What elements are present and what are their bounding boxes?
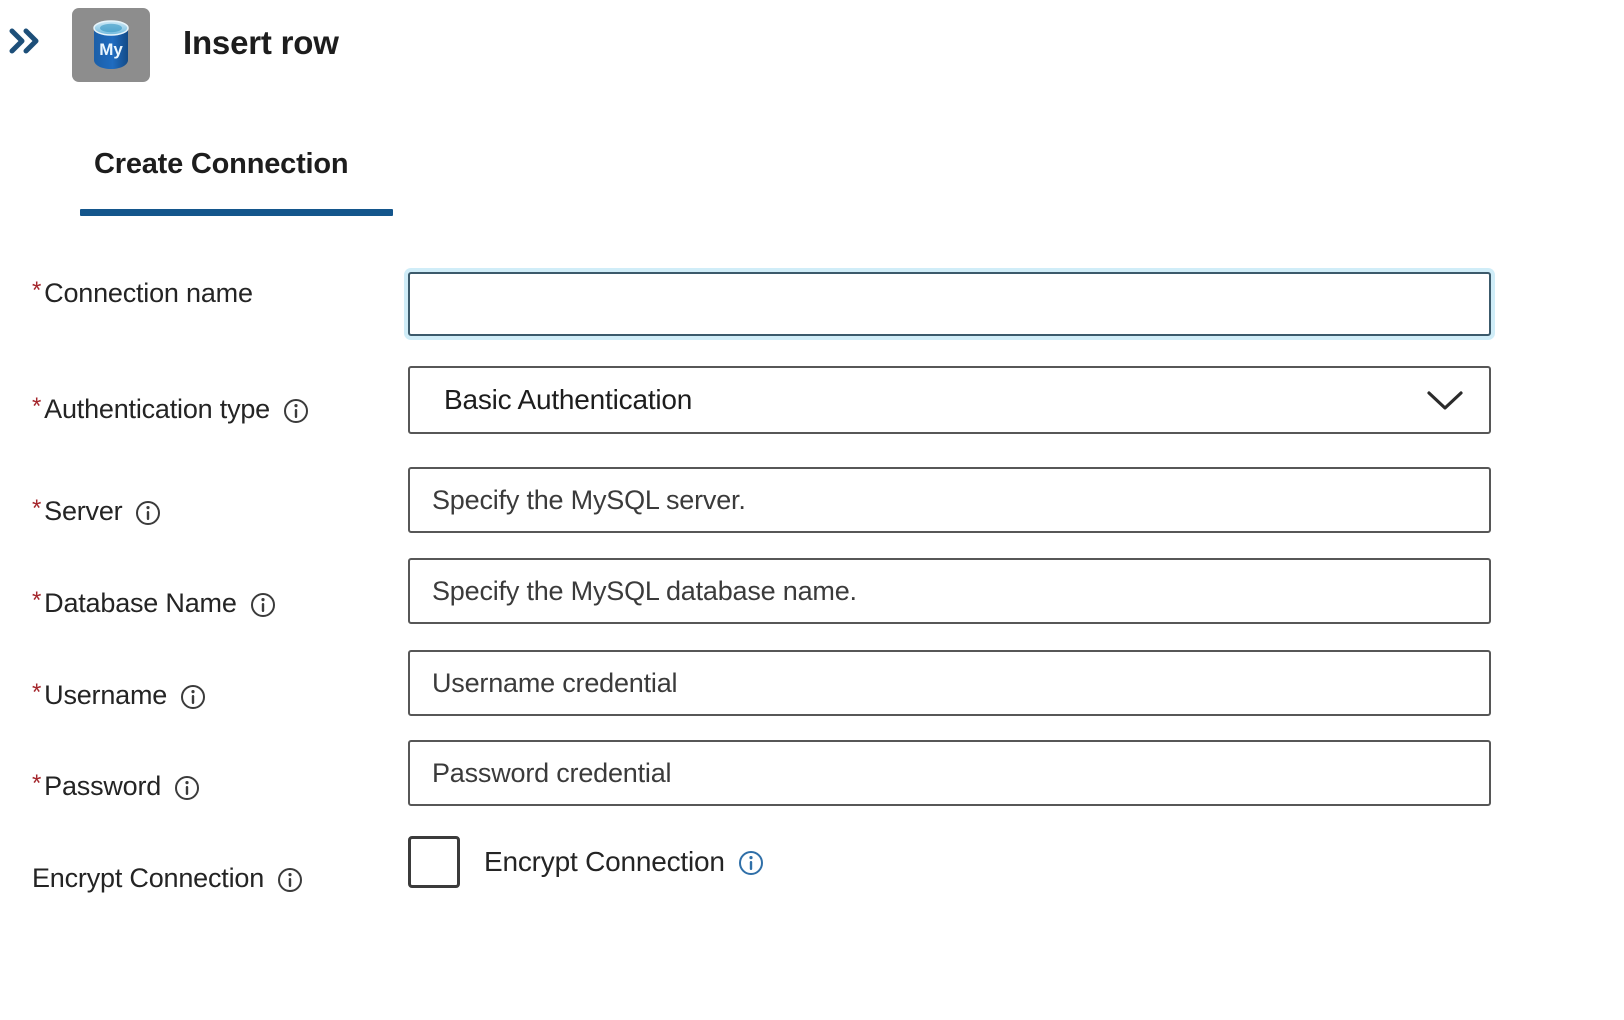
control-encrypt-connection: Encrypt Connection (408, 836, 764, 888)
tab-strip: Create Connection (0, 140, 1624, 224)
control-database-name (408, 558, 1491, 624)
server-input[interactable] (408, 467, 1491, 533)
tab-create-connection-label: Create Connection (94, 148, 349, 180)
required-asterisk: * (32, 678, 42, 706)
encrypt-connection-checkbox-label[interactable]: Encrypt Connection (484, 846, 764, 878)
panel-header: My Insert row (0, 0, 1624, 96)
mysql-database-icon: My (72, 8, 150, 82)
label-text: Username (44, 680, 168, 710)
required-asterisk: * (32, 769, 42, 797)
database-name-input[interactable] (408, 558, 1491, 624)
encrypt-connection-checkbox[interactable] (408, 836, 460, 888)
checkbox-label-text: Encrypt Connection (484, 846, 725, 877)
label-server: * Server (32, 496, 161, 527)
control-username (408, 650, 1491, 716)
label-connection-name: * Connection name (32, 278, 253, 309)
required-asterisk: * (32, 276, 42, 304)
required-asterisk: * (32, 586, 42, 614)
connection-name-input[interactable] (408, 272, 1491, 336)
info-icon[interactable] (738, 850, 764, 876)
control-password (408, 740, 1491, 806)
authentication-type-select[interactable]: Basic Authentication (408, 366, 1491, 434)
password-input[interactable] (408, 740, 1491, 806)
chevron-down-icon[interactable] (1423, 387, 1467, 413)
label-text: Encrypt Connection (32, 863, 265, 893)
label-text: Authentication type (44, 394, 270, 424)
username-input[interactable] (408, 650, 1491, 716)
tab-active-indicator (80, 209, 393, 216)
required-asterisk: * (32, 494, 42, 522)
control-connection-name (408, 272, 1491, 336)
label-authentication-type: * Authentication type (32, 394, 309, 425)
info-icon[interactable] (135, 500, 161, 526)
info-icon[interactable] (180, 684, 206, 710)
authentication-type-value: Basic Authentication (444, 384, 693, 415)
label-text: Database Name (44, 588, 237, 618)
tab-create-connection[interactable]: Create Connection (80, 140, 362, 181)
required-asterisk: * (32, 392, 42, 420)
label-text: Connection name (44, 278, 253, 308)
info-icon[interactable] (250, 592, 276, 618)
svg-text:My: My (99, 40, 123, 59)
label-text: Server (44, 496, 123, 526)
info-icon[interactable] (174, 775, 200, 801)
page-title: Insert row (183, 24, 339, 61)
control-server (408, 467, 1491, 533)
info-icon[interactable] (283, 398, 309, 424)
label-text: Password (44, 771, 162, 801)
label-database-name: * Database Name (32, 588, 276, 619)
label-password: * Password (32, 771, 200, 802)
control-authentication-type: Basic Authentication (408, 366, 1491, 434)
info-icon[interactable] (277, 867, 303, 893)
label-encrypt-connection: Encrypt Connection (32, 863, 303, 894)
double-chevron-right-icon[interactable] (6, 20, 46, 62)
label-username: * Username (32, 680, 206, 711)
